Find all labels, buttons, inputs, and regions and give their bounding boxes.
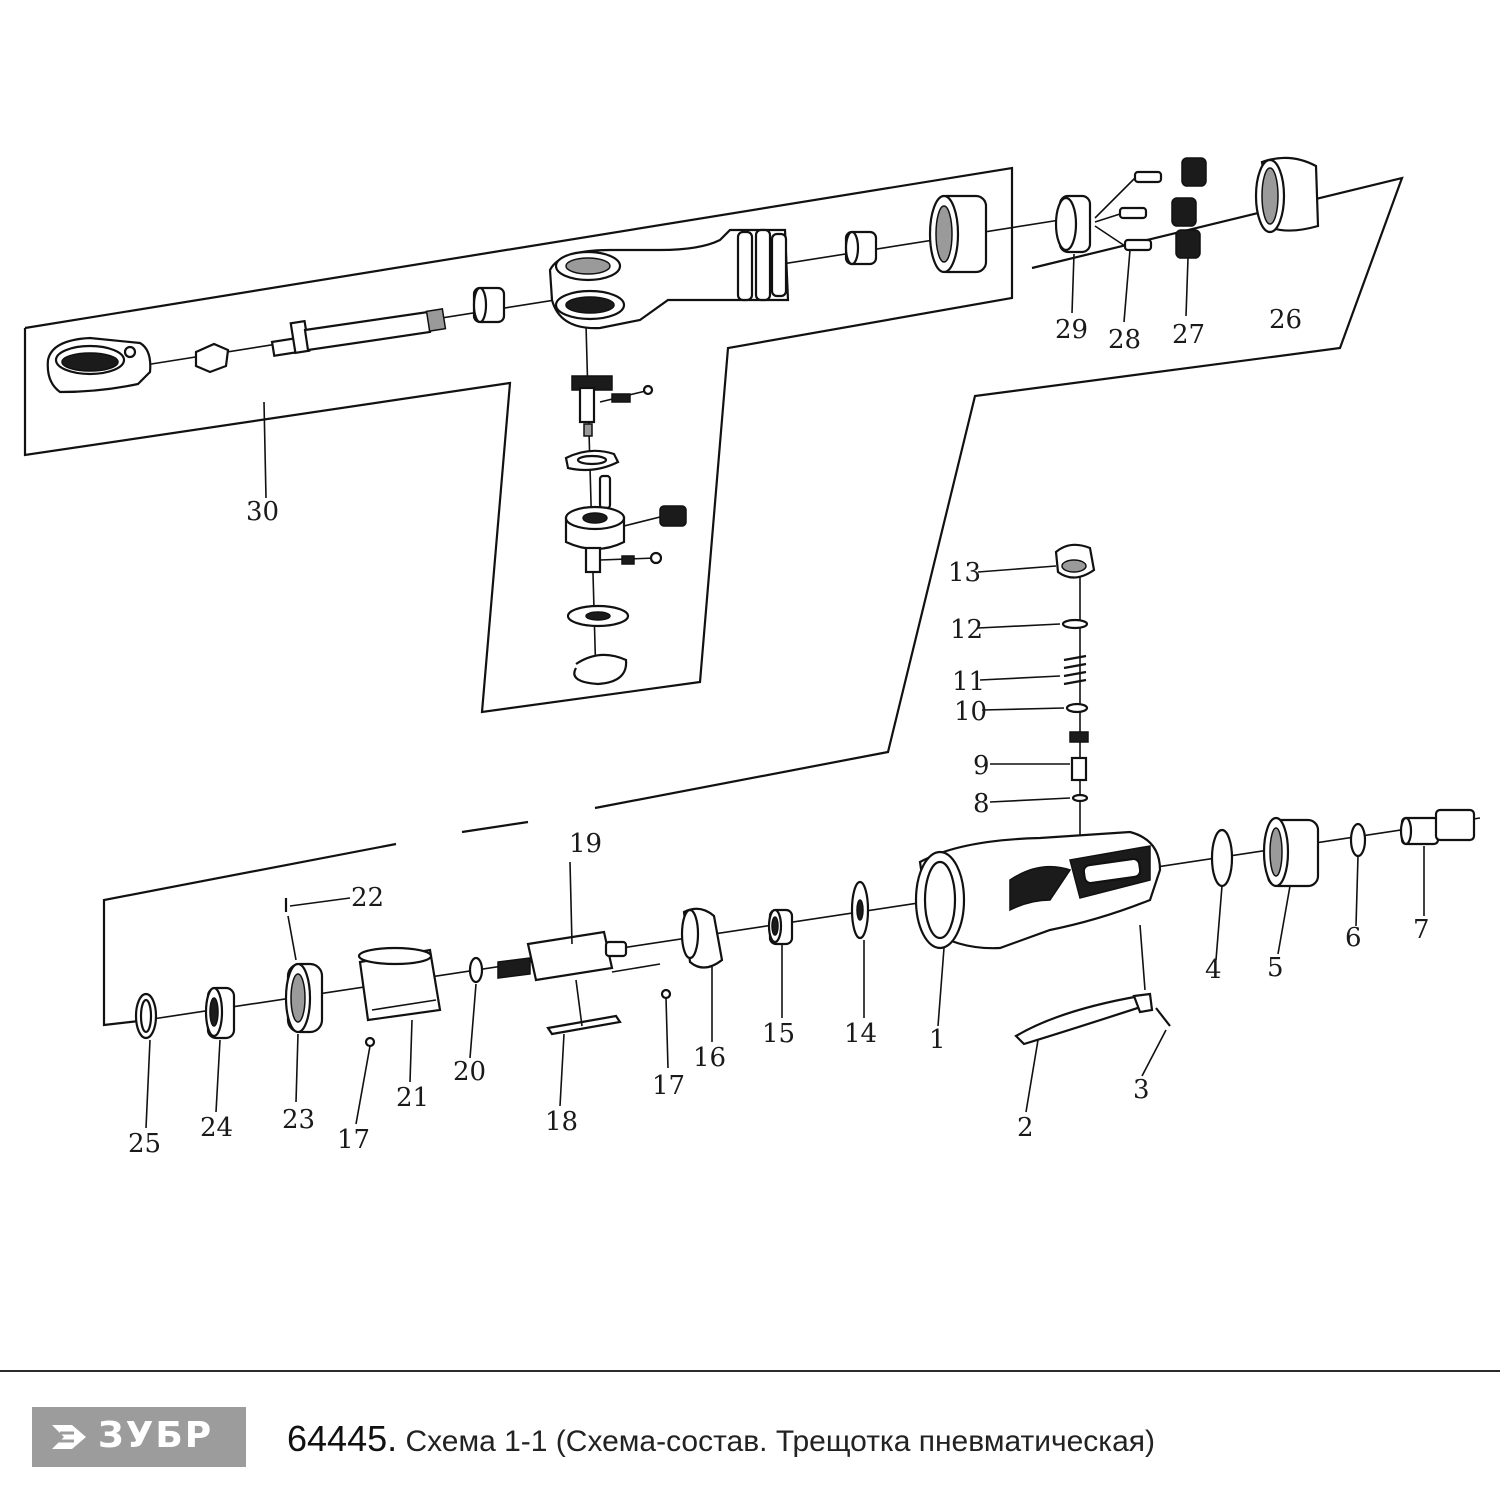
part-4-oring [1210,828,1234,888]
part-28-pins [1094,170,1163,252]
part-small-bushing [844,230,878,266]
arrow-logo-icon [52,1425,86,1449]
part-ratchet-housing [548,228,790,330]
part-24-bearing [204,986,236,1040]
callout-18: 18 [545,1107,578,1137]
part-shaft [270,308,447,358]
callout-19: 19 [569,829,602,859]
brand-logo: ЗУБР [32,1407,246,1467]
footer-divider [0,1370,1500,1372]
callout-15: 15 [762,1019,795,1049]
callout-29: 29 [1055,315,1088,345]
callout-24: 24 [200,1113,233,1143]
part-30-ratchet-head [46,336,152,394]
part-6-oring [1349,822,1367,858]
upper-right-outline [594,176,1404,810]
callout-5: 5 [1267,953,1284,983]
part-17-pin-right [660,988,672,1000]
part-29-hub [1054,194,1092,254]
upper-group-outline [23,166,1014,714]
part-7-air-inlet [1399,808,1476,846]
callout-30: 30 [246,497,279,527]
part-16-front-plate [680,907,724,969]
part-2-lever [1014,992,1154,1046]
callout-17-left: 17 [337,1125,370,1155]
callout-13: 13 [948,558,981,588]
callout-28: 28 [1108,325,1141,355]
part-18-blade [546,1014,622,1036]
brand-name: ЗУБР [98,1415,214,1456]
lower-group-outline [102,842,397,1027]
callout-6: 6 [1345,923,1362,953]
part-3-pin [1155,1007,1171,1027]
callout-22: 22 [351,883,384,913]
part-25-seal [134,992,158,1040]
valve-stack [1054,543,1096,803]
part-nut [194,342,230,374]
part-23-end-plate [284,962,324,1034]
callout-9: 9 [973,751,990,781]
callout-23: 23 [282,1105,315,1135]
callout-16: 16 [693,1043,726,1073]
callout-14: 14 [844,1019,877,1049]
part-19-rotor [497,930,661,982]
callout-1: 1 [929,1025,946,1055]
part-21-cylinder [357,946,442,1022]
exploded-parts-diagram: 1 2 3 4 5 6 7 8 9 10 11 12 13 14 15 16 1… [23,156,1481,1159]
part-15-bearing [767,908,794,946]
callout-4: 4 [1205,955,1222,985]
caption-text: Схема 1-1 (Схема-состав. Трещотка пневма… [397,1425,1156,1458]
part-5-inlet-bushing [1262,816,1320,888]
part-bushing [472,286,506,324]
callout-12: 12 [950,615,983,645]
part-17-pin-left [364,1036,376,1048]
part-14-gasket [850,880,870,940]
callout-17-right: 17 [652,1071,685,1101]
diagram-caption: 64445. Схема 1-1 (Схема-состав. Трещотка… [287,1418,1155,1460]
callout-27: 27 [1172,320,1205,350]
callout-3: 3 [1133,1075,1150,1105]
callout-7: 7 [1413,915,1430,945]
callout-26: 26 [1269,305,1302,335]
part-1-housing [914,830,1162,991]
callout-25: 25 [128,1129,161,1159]
callout-21: 21 [396,1083,429,1113]
callout-20: 20 [453,1057,486,1087]
leader-lines [145,249,1425,1129]
callout-11: 11 [952,667,985,697]
callout-8: 8 [973,789,990,819]
part-ring-nut [928,194,988,274]
callout-10: 10 [954,697,987,727]
callout-2: 2 [1017,1113,1034,1143]
part-20-washer [468,956,484,984]
model-number: 64445. [287,1418,398,1459]
vertical-pawl-assembly [564,375,687,686]
part-26-end-cap [1254,156,1320,234]
part-27-rollers [1171,157,1207,259]
